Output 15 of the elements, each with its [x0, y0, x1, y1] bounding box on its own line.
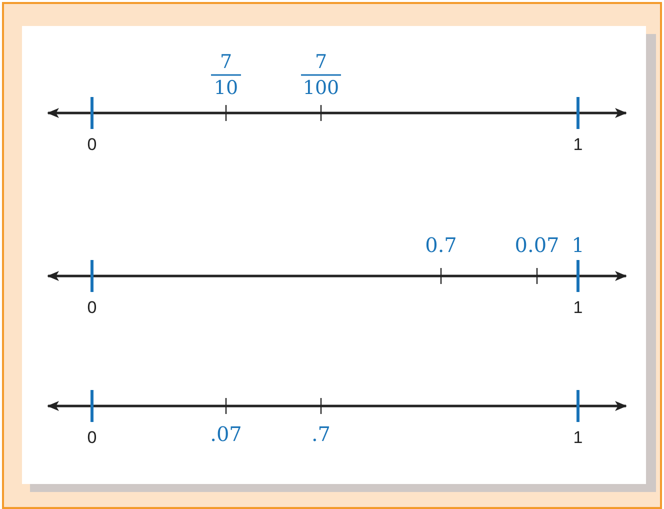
endpoint-label: 0 — [87, 299, 97, 316]
decimal-label: 0.7 — [425, 235, 457, 255]
endpoint-label: 0 — [87, 429, 97, 446]
fraction-term: 100 — [302, 79, 340, 98]
fraction-term: 7 — [314, 53, 328, 72]
decimal-label: .7 — [311, 424, 331, 444]
endpoint-label: 1 — [573, 299, 583, 316]
decimal-label: 1 — [572, 235, 584, 255]
endpoint-label: 0 — [87, 136, 97, 153]
fraction-term: 7 — [220, 53, 232, 72]
endpoint-label: 1 — [573, 136, 583, 153]
endpoint-label: 1 — [573, 429, 583, 446]
decimal-label: .07 — [210, 424, 242, 444]
fraction-term: 10 — [214, 79, 238, 98]
decimal-label: 0.07 — [514, 235, 560, 255]
